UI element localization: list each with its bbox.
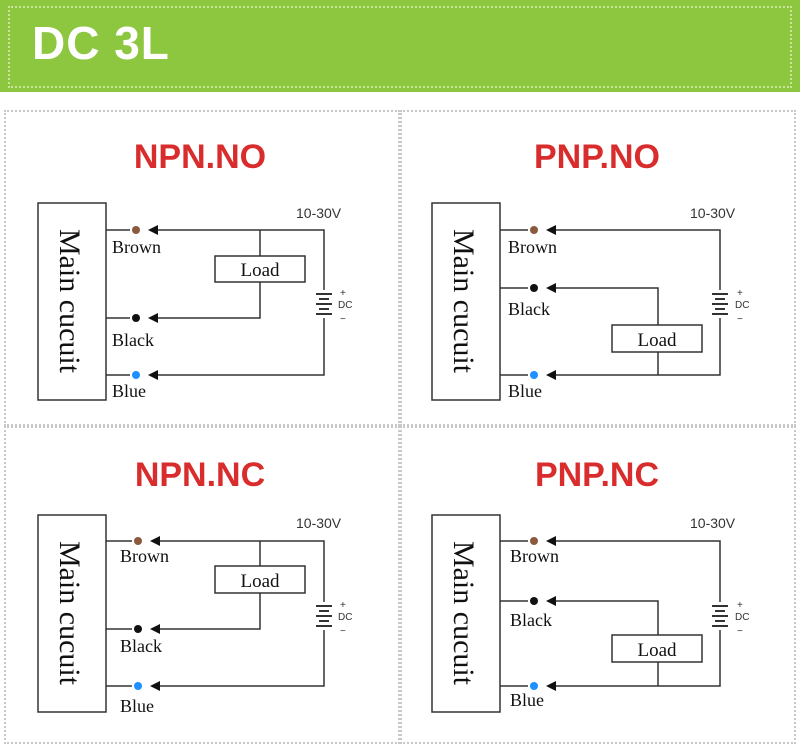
battery-icon	[314, 602, 334, 630]
main-circuit-box	[431, 202, 501, 401]
voltage-label: 10-30V	[296, 205, 342, 221]
svg-text:+: +	[737, 288, 743, 299]
diagram-npn-nc: NPN.NC Main cucuit 10-30V Brown Black Bl…	[37, 456, 352, 716]
battery-icon	[314, 290, 334, 318]
dc-label: DC	[735, 612, 749, 623]
svg-text:+: +	[340, 600, 346, 611]
arrow-icon	[150, 624, 160, 634]
svg-text:+: +	[737, 600, 743, 611]
voltage-label: 10-30V	[690, 515, 736, 531]
load-box	[214, 255, 306, 283]
arrow-icon	[546, 596, 556, 606]
arrow-icon	[546, 681, 556, 691]
brown-terminal	[134, 537, 142, 545]
diagram-title: NPN.NC	[135, 456, 265, 494]
blue-label: Blue	[112, 381, 146, 401]
panel-npn-nc	[4, 426, 400, 744]
diagram-pnp-nc: PNP.NC Main cucuit 10-30V Brown Black Bl…	[431, 456, 749, 713]
brown-label: Brown	[120, 546, 169, 566]
load-label: Load	[637, 330, 677, 351]
diagram-title: NPN.NO	[134, 138, 266, 176]
load-box	[611, 634, 703, 663]
arrow-icon	[148, 225, 158, 235]
main-circuit-box	[37, 514, 107, 713]
svg-text:−: −	[737, 626, 743, 637]
dc-label: DC	[735, 300, 749, 311]
svg-text:+: +	[340, 288, 346, 299]
black-terminal	[134, 625, 142, 633]
arrow-icon	[546, 370, 556, 380]
blue-terminal	[530, 682, 538, 690]
main-circuit-label: Main cucuit	[447, 229, 480, 374]
black-label: Black	[508, 299, 550, 319]
black-label: Black	[112, 330, 154, 350]
arrow-icon	[546, 225, 556, 235]
brown-label: Brown	[508, 237, 557, 257]
header-dotted-border	[8, 6, 792, 88]
load-label: Load	[240, 571, 280, 592]
diagram-title: PNP.NC	[535, 456, 659, 494]
diagram-title: PNP.NO	[534, 138, 660, 176]
voltage-label: 10-30V	[690, 205, 736, 221]
header-title: DC 3L	[32, 17, 170, 69]
load-label: Load	[240, 260, 280, 281]
main-circuit-label: Main cucuit	[53, 541, 86, 686]
panel-pnp-no	[400, 110, 796, 426]
arrow-icon	[546, 536, 556, 546]
main-circuit-label: Main cucuit	[53, 229, 86, 374]
blue-label: Blue	[120, 696, 154, 716]
panel-npn-no	[4, 110, 400, 426]
black-terminal	[132, 314, 140, 322]
blue-terminal	[132, 371, 140, 379]
diagram-pnp-no: PNP.NO Main cucuit 10-30V Brown Black Bl…	[431, 138, 749, 401]
header-bar: DC 3L	[0, 0, 800, 92]
brown-terminal	[530, 226, 538, 234]
main-circuit-box	[431, 514, 501, 713]
svg-text:−: −	[340, 314, 346, 325]
load-label: Load	[637, 640, 677, 661]
svg-text:−: −	[340, 626, 346, 637]
arrow-icon	[546, 283, 556, 293]
diagram-npn-no: NPN.NO Main cucuit 10-30V Brown Black Bl…	[37, 138, 352, 401]
arrow-icon	[150, 681, 160, 691]
arrow-icon	[148, 313, 158, 323]
blue-terminal	[134, 682, 142, 690]
blue-terminal	[530, 371, 538, 379]
brown-label: Brown	[112, 237, 161, 257]
brown-terminal	[132, 226, 140, 234]
arrow-icon	[150, 536, 160, 546]
main-circuit-box	[37, 202, 107, 401]
black-terminal	[530, 597, 538, 605]
blue-label: Blue	[510, 690, 544, 710]
battery-icon	[710, 290, 730, 318]
dc-label: DC	[338, 300, 352, 311]
battery-icon	[710, 602, 730, 630]
main-circuit-label: Main cucuit	[447, 541, 480, 686]
blue-label: Blue	[508, 381, 542, 401]
svg-text:−: −	[737, 314, 743, 325]
arrow-icon	[148, 370, 158, 380]
brown-label: Brown	[510, 546, 559, 566]
load-box	[214, 565, 306, 594]
voltage-label: 10-30V	[296, 515, 342, 531]
black-label: Black	[120, 636, 162, 656]
black-label: Black	[510, 610, 552, 630]
load-box	[611, 324, 703, 353]
dc-label: DC	[338, 612, 352, 623]
black-terminal	[530, 284, 538, 292]
brown-terminal	[530, 537, 538, 545]
panel-pnp-nc	[400, 426, 796, 744]
